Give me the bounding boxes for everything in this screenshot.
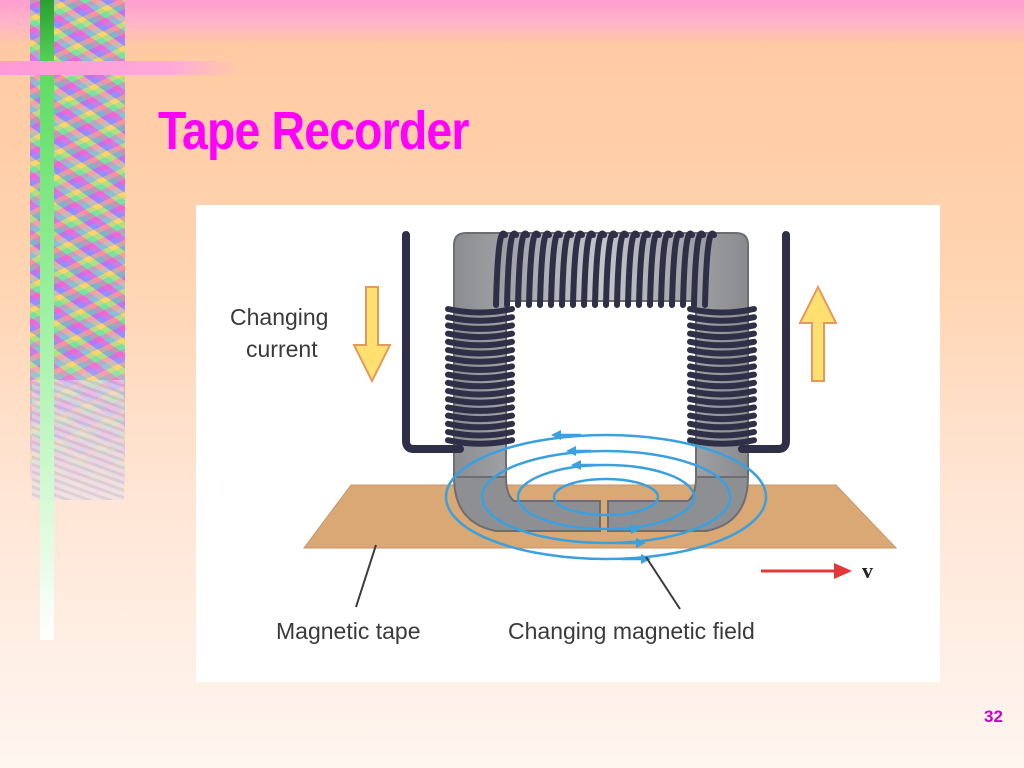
magnetic-field-lines: [444, 430, 768, 564]
coil-winding: [581, 230, 596, 308]
coil-winding: [669, 230, 684, 308]
coil-winding: [691, 230, 706, 308]
label-current: current: [246, 336, 318, 362]
coil-winding: [687, 404, 757, 414]
coil-winding: [647, 230, 662, 308]
coil-winding: [687, 347, 757, 357]
left-lead-wire: [402, 231, 464, 453]
slide-title: Tape Recorder: [158, 101, 469, 161]
label-magnetic-tape: Magnetic tape: [276, 618, 420, 644]
field-leader-line: [645, 556, 681, 610]
top-coil: [493, 230, 717, 308]
coil-winding: [445, 338, 515, 349]
coil-winding: [687, 396, 757, 406]
decorative-green-bar: [40, 0, 54, 640]
coil-winding: [687, 412, 757, 423]
page-number: 32: [984, 707, 1003, 726]
velocity-arrowhead: [834, 563, 852, 579]
coil-winding: [445, 404, 515, 414]
coil-winding: [515, 230, 530, 308]
coil-winding: [445, 306, 515, 316]
coil-winding: [687, 322, 757, 332]
coil-winding: [445, 347, 515, 357]
coil-winding: [445, 330, 515, 341]
coil-winding: [445, 388, 515, 398]
tape-head-diagram: Changing current v Magnetic tape Changin…: [196, 205, 940, 682]
coil-winding: [592, 230, 607, 308]
coil-winding: [687, 314, 757, 324]
coil-winding: [493, 230, 508, 308]
coil-winding: [680, 230, 695, 308]
current-down-arrow: [352, 286, 392, 384]
coil-winding: [687, 306, 757, 316]
tape-leader-line: [355, 544, 377, 608]
coil-winding: [445, 429, 515, 439]
coil-winding: [445, 412, 515, 423]
coil-winding: [687, 437, 757, 447]
coil-winding: [445, 355, 515, 365]
coil-winding: [687, 363, 757, 373]
current-up-arrow: [798, 284, 838, 382]
label-velocity: v: [862, 558, 873, 583]
coil-winding: [445, 371, 515, 382]
diagram-canvas: Changing current v Magnetic tape Changin…: [230, 230, 898, 644]
coil-winding: [687, 338, 757, 349]
coil-winding: [687, 371, 757, 382]
coil-winding: [445, 363, 515, 373]
coil-winding: [687, 420, 757, 431]
top-gradient-band: [0, 0, 1024, 46]
coil-winding: [636, 230, 651, 308]
label-changing: Changing: [230, 304, 328, 330]
coil-winding: [548, 230, 563, 308]
coil-winding: [702, 230, 717, 308]
coil-winding: [504, 230, 519, 308]
coil-winding: [658, 230, 673, 308]
coil-winding: [445, 420, 515, 431]
coil-winding: [559, 230, 574, 308]
left-coil: [445, 306, 515, 447]
coil-winding: [687, 330, 757, 341]
label-changing-magnetic-field: Changing magnetic field: [508, 618, 755, 644]
coil-winding: [445, 379, 515, 390]
decorative-pink-line: [0, 61, 240, 75]
coil-winding: [687, 388, 757, 398]
right-coil: [687, 306, 757, 447]
coil-winding: [687, 355, 757, 365]
coil-winding: [445, 322, 515, 332]
right-lead-wire: [738, 231, 790, 453]
coil-winding: [687, 379, 757, 390]
coil-winding: [537, 230, 552, 308]
coil-winding: [625, 230, 640, 308]
coil-winding: [445, 396, 515, 406]
coil-winding: [570, 230, 585, 308]
coil-winding: [603, 230, 618, 308]
coil-winding: [687, 429, 757, 439]
coil-winding: [526, 230, 541, 308]
coil-winding: [445, 314, 515, 324]
coil-winding: [614, 230, 629, 308]
coil-winding: [445, 437, 515, 447]
